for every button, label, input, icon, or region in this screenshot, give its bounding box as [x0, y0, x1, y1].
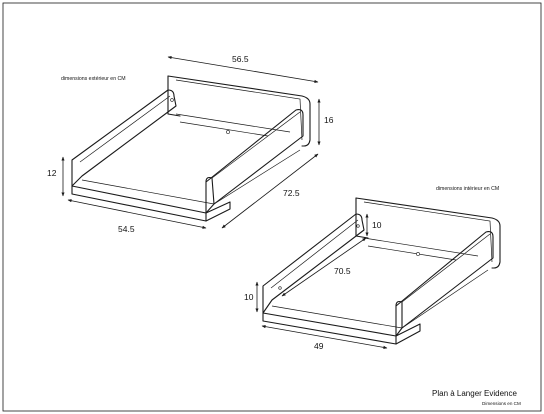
dim-inner-length-label: 70.5: [334, 266, 351, 276]
changing-tray-interior: [262, 197, 501, 345]
drawing-subtitle: Dimensions en CM: [482, 401, 521, 406]
dim-line-inner-width: [261, 325, 388, 349]
fixing-hole: [416, 252, 420, 256]
exterior-view: dimensions extérieur en CM 56.5 16 12 72…: [47, 54, 334, 234]
dim-front-width-label: 54.5: [118, 224, 135, 234]
dim-line-width: [167, 56, 319, 83]
fixing-hole: [278, 286, 282, 290]
dim-back-height-label: 16: [324, 115, 334, 125]
dim-line-length: [221, 153, 319, 229]
fixing-hole: [356, 224, 360, 228]
drawing-title: Plan à Langer Evidence: [432, 389, 518, 398]
dim-line-inner-length: [281, 237, 367, 297]
interior-view: dimensions intérieur en CM 10 70.5 10 49: [244, 186, 501, 351]
title-block: Plan à Langer Evidence Dimensions en CM: [432, 389, 521, 406]
dim-width-label: 56.5: [232, 54, 249, 64]
dim-side-height-label: 12: [47, 168, 57, 178]
dim-line-front-width: [67, 199, 207, 229]
dim-back-rail-height-label: 10: [372, 220, 382, 230]
fixing-hole: [226, 130, 230, 134]
dim-rail-height-label: 10: [244, 292, 254, 302]
dim-inner-width-label: 49: [314, 341, 324, 351]
interior-note: dimensions intérieur en CM: [436, 186, 499, 192]
changing-tray-exterior: [71, 75, 311, 222]
dim-length-label: 72.5: [283, 188, 300, 198]
fixing-hole: [170, 98, 174, 102]
exterior-note: dimensions extérieur en CM: [61, 76, 126, 82]
